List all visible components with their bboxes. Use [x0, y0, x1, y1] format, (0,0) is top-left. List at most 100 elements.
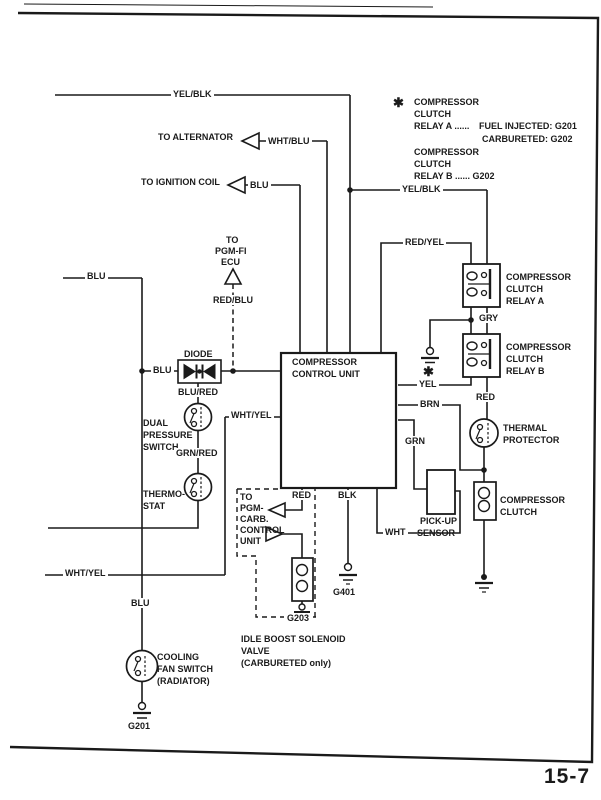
wire-label-red-unit: RED [290, 490, 314, 500]
wire-label-blu-bottom: BLU [129, 598, 152, 608]
wire-label-red-yel: RED/YEL [403, 237, 447, 247]
wire-solenoid-feed [282, 533, 303, 558]
relay-ground-asterisk-icon: ✱ [423, 364, 434, 379]
relay-b-symbol [462, 333, 501, 378]
destination-pgm-fi-3: ECU [221, 257, 241, 267]
pickup-sensor-box [426, 469, 456, 515]
note-row5: COMPRESSOR [414, 147, 480, 157]
note-row6: CLUTCH [414, 159, 451, 169]
wire-label-blu-red: BLU/RED [176, 387, 220, 397]
note-asterisk-icon: ✱ [393, 95, 404, 110]
ground-relay-b [421, 346, 439, 364]
cooling-fan-switch-label-1: COOLING [157, 652, 199, 662]
relay-a-label-3: RELAY A [506, 296, 545, 306]
ground-g201 [133, 701, 151, 719]
wire-label-red-relay: RED [474, 392, 498, 402]
pressure-switch-label-2: PRESSURE [143, 430, 193, 440]
thermostat-label-2: STAT [143, 501, 166, 511]
destination-pgm-fi-1: TO [226, 235, 239, 245]
idle-boost-label-1: IDLE BOOST SOLENOID [241, 634, 346, 644]
wire-yel-blk-mid [350, 189, 488, 264]
wire-label-wht: WHT [383, 527, 408, 537]
wire-grn [398, 419, 427, 490]
idle-boost-label-2: VALVE [241, 646, 270, 656]
control-unit-box [279, 351, 398, 490]
wire-blu-ignition [245, 184, 301, 353]
ground-label-g203: G203 [285, 613, 312, 623]
page-number: 15-7 [544, 765, 591, 788]
relay-b-label-3: RELAY B [506, 366, 545, 376]
cooling-fan-switch-symbol [125, 649, 159, 683]
destination-pgm-carb-1: TO [240, 492, 253, 502]
destination-pgm-fi-2: PGM-FI [215, 246, 247, 256]
note-row4-value: CARBURETED: G202 [482, 134, 573, 144]
idle-boost-solenoid-symbol [291, 557, 314, 604]
destination-ignition-coil: TO IGNITION COIL [141, 177, 220, 187]
ground-g401 [339, 562, 357, 585]
wire-label-yel-blk-top: YEL/BLK [171, 89, 214, 99]
compressor-clutch-label-1: COMPRESSOR [500, 495, 566, 505]
dual-pressure-switch-symbol [183, 402, 213, 432]
ground-label-g401: G401 [333, 587, 356, 597]
wire-label-grn: GRN [403, 436, 427, 446]
wire-wht-yel-riser [224, 416, 281, 575]
relay-a-label-1: COMPRESSOR [506, 272, 572, 282]
page-border [9, 3, 600, 764]
wire-label-yel-blk-mid: YEL/BLK [400, 184, 443, 194]
cooling-fan-switch-label-3: (RADIATOR) [157, 676, 210, 686]
destination-pgm-carb-3: CARB. [240, 514, 269, 524]
destination-pgm-carb-4: CONTROL [240, 525, 285, 535]
wire-label-grn-red: GRN/RED [174, 448, 220, 458]
wire-label-blu-ignition: BLU [248, 180, 271, 190]
pressure-switch-label-3: SWITCH [143, 442, 179, 452]
junction-dots [139, 187, 487, 580]
wire-red-yel [380, 242, 472, 353]
note-row3-value: FUEL INJECTED: G201 [479, 121, 577, 131]
note-row7: RELAY B ...... G202 [414, 171, 495, 181]
pressure-switch-label-1: DUAL [143, 418, 168, 428]
destination-alternator: TO ALTERNATOR [158, 132, 233, 142]
note-row2: CLUTCH [414, 109, 451, 119]
thermal-protector-label-2: PROTECTOR [503, 435, 560, 445]
pgm-carb-arrow-in [267, 501, 286, 519]
destination-pgm-carb-2: PGM- [240, 503, 264, 513]
note-row3: RELAY A ...... [414, 121, 470, 131]
thermal-protector-symbol [469, 418, 499, 448]
relay-b-label-1: COMPRESSOR [506, 342, 572, 352]
wire-label-blk-unit: BLK [336, 490, 359, 500]
carb-only-dashed-box [236, 488, 316, 618]
wire-blu-left [63, 277, 143, 651]
wire-label-blu-left: BLU [85, 271, 108, 281]
relay-b-label-2: CLUTCH [506, 354, 543, 364]
wire-label-red-blu: RED/BLU [211, 295, 255, 305]
control-unit-label-2: CONTROL UNIT [292, 369, 360, 379]
destination-pgm-carb-5: UNIT [240, 536, 261, 546]
thermostat-symbol [183, 472, 213, 502]
ignition-coil-arrow [226, 175, 246, 195]
wire-label-gry: GRY [477, 313, 501, 323]
wire-wht [376, 488, 461, 534]
note-row1: COMPRESSOR [414, 97, 480, 107]
ground-label-g201: G201 [128, 721, 151, 731]
pgm-carb-arrow-out [265, 525, 284, 543]
diode-label: DIODE [184, 349, 213, 359]
relay-a-symbol [462, 263, 501, 308]
pickup-sensor-label-1: PICK-UP [420, 516, 458, 526]
compressor-clutch-symbol [473, 481, 497, 521]
wire-wht-blu [259, 140, 328, 353]
cooling-fan-switch-label-2: FAN SWITCH [157, 664, 213, 674]
compressor-clutch-label-2: CLUTCH [500, 507, 537, 517]
idle-boost-label-3: (CARBURETED only) [241, 658, 331, 668]
wire-label-wht-yel-unit: WHT/YEL [229, 410, 274, 420]
wire-label-blu-diode: BLU [151, 365, 174, 375]
wire-thermostat-out [48, 500, 199, 529]
wire-gry-ground [429, 319, 471, 347]
ground-compressor-clutch [475, 581, 493, 593]
thermal-protector-label-1: THERMAL [503, 423, 547, 433]
pgm-fi-ecu-arrow [223, 267, 243, 285]
connector-arrows [223, 131, 286, 543]
wire-label-wht-yel-bottom: WHT/YEL [63, 568, 108, 578]
alternator-arrow [240, 131, 260, 151]
